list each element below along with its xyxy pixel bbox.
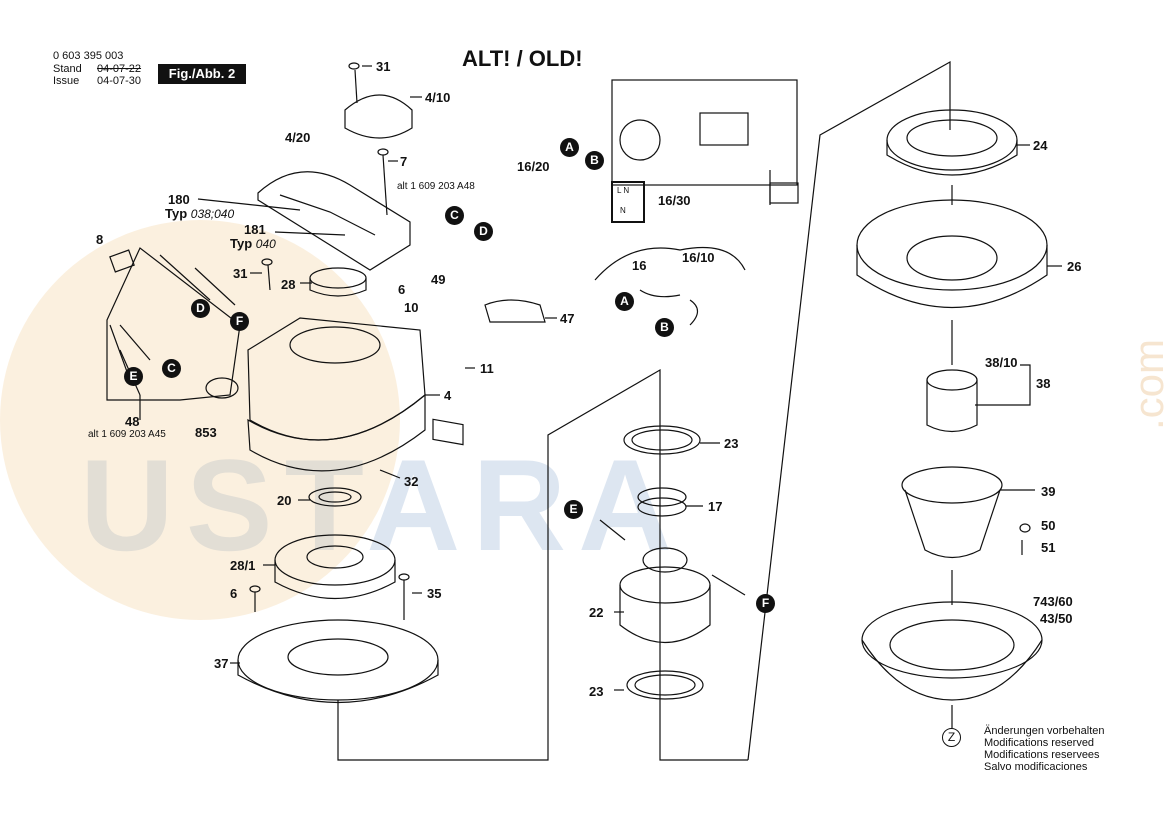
watermark-circle — [0, 220, 400, 620]
label-743-60: 743/60 — [1033, 594, 1073, 609]
label-39: 39 — [1041, 484, 1056, 499]
label-22: 22 — [589, 605, 604, 620]
label-48: 48 — [125, 414, 140, 429]
label-23b: 23 — [589, 684, 604, 699]
badge-f2: F — [230, 312, 249, 331]
label-17: 17 — [708, 499, 723, 514]
label-38-10: 38/10 — [985, 355, 1018, 370]
badge-z: Z — [942, 728, 961, 747]
label-35: 35 — [427, 586, 442, 601]
note-line: Modifications reservees — [984, 749, 1100, 761]
label-20: 20 — [277, 493, 292, 508]
badge-a2: A — [615, 292, 634, 311]
handle-4-20 — [257, 171, 411, 271]
label-typ-1: Typ 038;040 — [165, 206, 235, 221]
label-16-10: 16/10 — [682, 250, 715, 265]
label-4-10: 4/10 — [425, 90, 451, 105]
label-51: 51 — [1041, 540, 1056, 555]
badge-c2: C — [162, 359, 181, 378]
label-4: 4 — [444, 388, 452, 403]
switch-8 — [109, 249, 135, 273]
label-31a: 31 — [376, 59, 391, 74]
label-47: 47 — [560, 311, 575, 326]
part-number: 0 603 395 003 — [53, 50, 124, 62]
badge-e2: E — [124, 367, 143, 386]
label-26: 26 — [1067, 259, 1082, 274]
label-16-30: 16/30 — [658, 193, 691, 208]
label-31b: 31 — [233, 266, 248, 281]
issue-label: Issue — [53, 75, 80, 87]
badge-c1: C — [445, 206, 464, 225]
switch-icon-top: L N — [617, 186, 630, 195]
label-49: 49 — [431, 272, 446, 287]
wire-frame-left — [106, 247, 241, 401]
badge-a1: A — [560, 138, 579, 157]
issue-date: 04-07-30 — [97, 75, 142, 87]
label-32: 32 — [404, 474, 419, 489]
label-10: 10 — [404, 300, 419, 315]
label-8: 8 — [96, 232, 104, 247]
label-37: 37 — [214, 656, 229, 671]
label-28-1: 28/1 — [230, 558, 256, 573]
label-50: 50 — [1041, 518, 1056, 533]
label-7: 7 — [400, 154, 408, 169]
label-28: 28 — [281, 277, 296, 292]
badge-f3: F — [756, 594, 775, 613]
badge-d2: D — [191, 299, 210, 318]
label-16-20: 16/20 — [517, 159, 550, 174]
label-180: 180 — [168, 192, 190, 207]
badge-e3: E — [564, 500, 583, 519]
label-11: 11 — [480, 361, 494, 376]
figure-label: Fig./Abb. 2 — [158, 64, 246, 84]
page-title: ALT! / OLD! — [462, 46, 583, 71]
label-853: 853 — [195, 425, 217, 440]
badge-b2: B — [655, 318, 674, 337]
note-line: Salvo modificaciones — [984, 761, 1088, 773]
badge-b1: B — [585, 151, 604, 170]
badge-d1: D — [474, 222, 493, 241]
label-16: 16 — [632, 258, 647, 273]
modification-notes: Änderungen vorbehalten Modifications res… — [984, 725, 1104, 773]
stand-date: 04-07-22 — [97, 63, 142, 75]
label-6b: 6 — [230, 586, 238, 601]
label-181: 181 — [244, 222, 266, 237]
label-typ-2: Typ 040 — [230, 236, 276, 251]
label-38: 38 — [1036, 376, 1051, 391]
label-23a: 23 — [724, 436, 739, 451]
note-line: Änderungen vorbehalten — [984, 725, 1105, 737]
label-4-20: 4/20 — [285, 130, 311, 145]
label-6a: 6 — [398, 282, 406, 297]
label-alt-a48: alt 1 609 203 A48 — [397, 181, 475, 192]
label-alt-a45: alt 1 609 203 A45 — [88, 429, 166, 440]
wiring-schematic — [611, 79, 798, 186]
note-line: Modifications reserved — [984, 737, 1095, 749]
stand-label: Stand — [53, 63, 82, 75]
label-24: 24 — [1033, 138, 1048, 153]
switch-icon-bottom: N — [620, 206, 626, 215]
label-43-50: 43/50 — [1040, 611, 1073, 626]
cap-4-10 — [344, 94, 413, 139]
